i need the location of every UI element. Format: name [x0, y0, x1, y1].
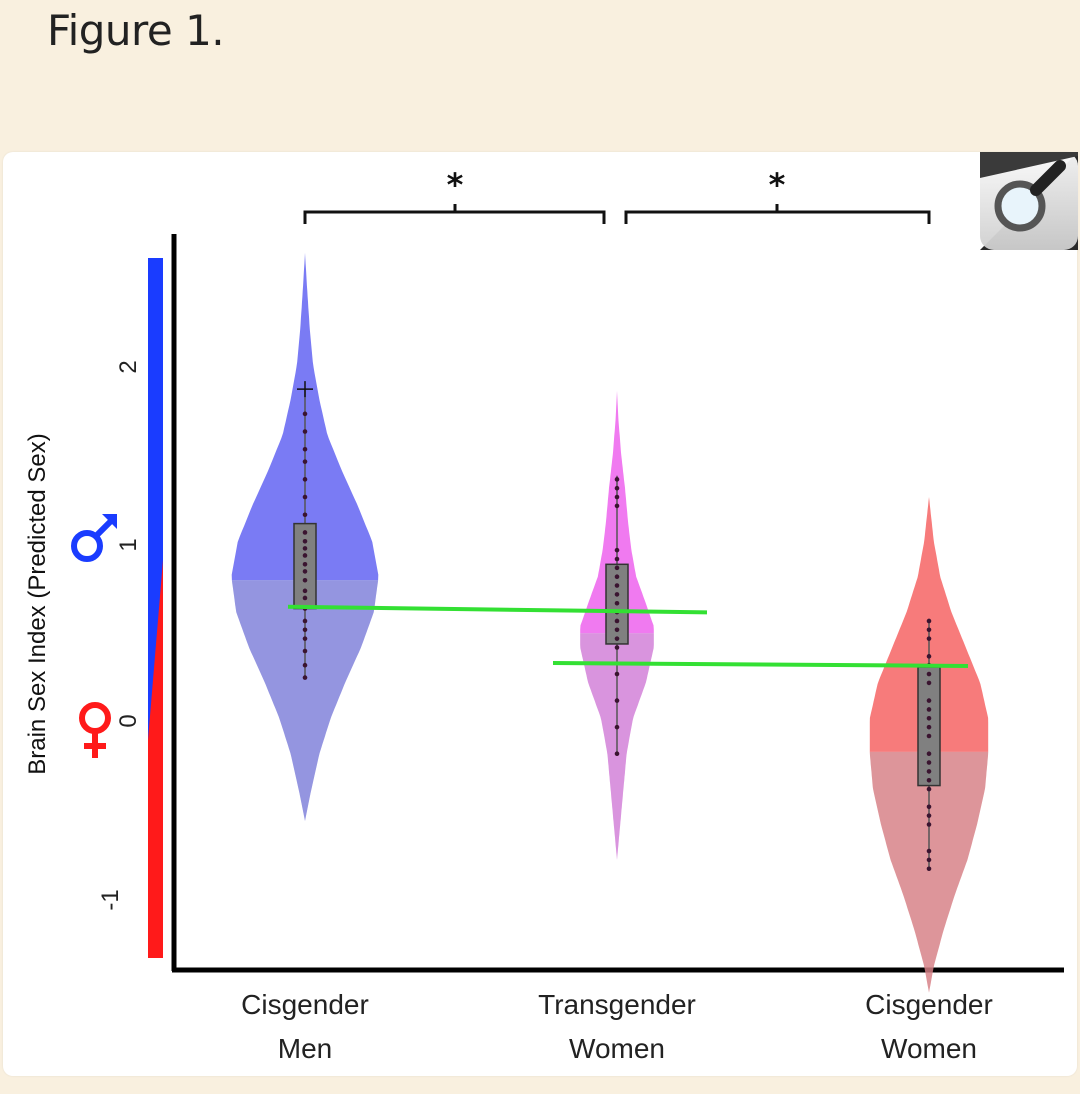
x-category-label: Cisgender: [241, 989, 369, 1020]
violin-lower: [231, 580, 379, 821]
data-point: [302, 446, 308, 452]
y-axis-title: Brain Sex Index (Predicted Sex): [24, 433, 51, 775]
violin-lower-shade: [231, 580, 379, 821]
data-point: [926, 636, 932, 641]
y-tick-labels: -1 0 1 2: [97, 360, 142, 910]
data-point: [614, 565, 620, 571]
data-point: [302, 459, 308, 464]
data-point: [302, 627, 308, 633]
data-point: [302, 569, 308, 574]
x-category-label: Cisgender: [865, 989, 993, 1020]
data-point: [926, 671, 932, 677]
data-point: [926, 857, 932, 863]
data-point: [614, 627, 620, 633]
sex-scale-bar: [148, 258, 163, 958]
figure-heading: Figure 1.: [47, 6, 225, 55]
data-point: [614, 485, 620, 491]
x-category-label: Women: [569, 1033, 665, 1064]
mean-line: [552, 660, 969, 668]
data-point: [926, 716, 932, 721]
data-point: [926, 769, 932, 774]
x-category-label: Transgender: [538, 989, 696, 1020]
data-point: [302, 588, 308, 594]
data-point: [926, 822, 932, 827]
data-point: [614, 494, 620, 500]
data-point: [302, 546, 308, 551]
data-point: [926, 627, 932, 633]
data-point: [614, 698, 620, 703]
data-point: [302, 648, 308, 654]
data-point: [614, 645, 620, 650]
x-category-label: Men: [278, 1033, 332, 1064]
data-point: [926, 786, 932, 792]
data-point: [302, 429, 308, 434]
data-point: [302, 636, 308, 641]
outlier-marker: [297, 381, 313, 398]
significance-bracket: *: [624, 166, 931, 224]
male-symbol-icon: [71, 514, 117, 562]
data-point: [926, 848, 932, 854]
data-point: [302, 477, 308, 482]
data-point: [302, 577, 308, 583]
mean-line: [287, 604, 708, 615]
data-point: [926, 724, 932, 730]
data-point: [926, 733, 932, 739]
data-point: [926, 813, 932, 818]
x-category-labels: Cisgender Men Transgender Women Cisgende…: [241, 989, 993, 1064]
y-tick-label: 2: [115, 360, 142, 373]
data-point: [926, 618, 932, 624]
data-point: [614, 636, 620, 641]
significance-label: *: [769, 166, 786, 204]
data-point: [614, 477, 620, 482]
female-symbol-icon: [79, 702, 111, 758]
data-point: [926, 777, 932, 783]
data-point: [302, 618, 308, 624]
data-point: [926, 804, 932, 810]
data-point: [302, 411, 308, 417]
data-point: [302, 553, 308, 558]
data-point: [302, 595, 308, 601]
plot-area: [231, 252, 989, 993]
data-point: [302, 530, 308, 535]
data-point: [302, 562, 308, 567]
data-point: [614, 574, 620, 579]
figure-card: [3, 152, 1077, 1076]
data-point: [614, 671, 620, 677]
y-tick-label: -1: [97, 889, 124, 910]
data-point: [302, 662, 308, 668]
data-point: [926, 760, 932, 765]
data-point: [302, 539, 308, 544]
violin-lower-shade: [869, 751, 989, 993]
data-point: [926, 866, 932, 872]
data-point: [614, 600, 620, 606]
y-tick-label: 0: [115, 714, 142, 727]
data-point: [926, 654, 932, 659]
zoom-button[interactable]: [980, 152, 1078, 250]
data-point: [614, 724, 620, 730]
data-point: [302, 675, 308, 680]
violin-lower: [869, 751, 989, 993]
data-point: [302, 512, 308, 518]
data-point: [926, 707, 932, 712]
y-tick-label: 1: [115, 538, 142, 551]
data-point: [302, 494, 308, 500]
magnifier-icon: [980, 152, 1078, 250]
data-point: [926, 698, 932, 703]
data-point: [926, 680, 932, 686]
data-point: [614, 503, 620, 509]
significance-label: *: [447, 166, 464, 204]
data-point: [614, 751, 620, 756]
data-point: [614, 592, 620, 597]
significance-bracket: *: [303, 166, 606, 224]
x-category-label: Women: [881, 1033, 977, 1064]
data-point: [614, 547, 620, 553]
data-point: [614, 618, 620, 624]
data-point: [614, 583, 620, 588]
data-point: [926, 751, 932, 756]
data-point: [614, 556, 620, 562]
